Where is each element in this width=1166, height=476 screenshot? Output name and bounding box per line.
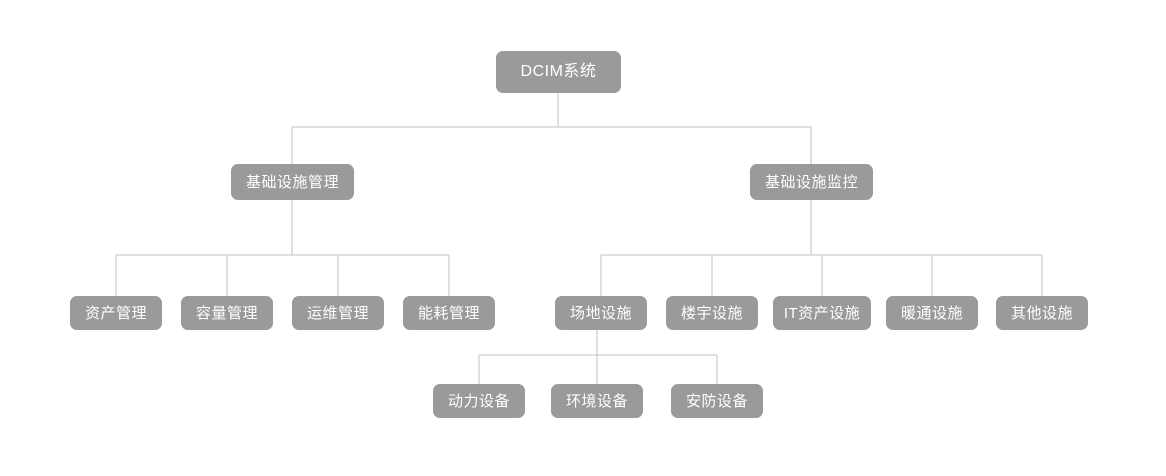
node-security-eq[interactable]: 安防设备 (671, 384, 763, 418)
node-dcim[interactable]: DCIM系统 (496, 51, 621, 93)
node-label-capacity-mgmt: 容量管理 (195, 304, 258, 322)
node-label-infra-mgmt: 基础设施管理 (245, 173, 339, 191)
node-capacity-mgmt[interactable]: 容量管理 (181, 296, 273, 330)
node-label-ops-mgmt: 运维管理 (306, 304, 369, 322)
node-label-site-fac: 场地设施 (569, 304, 632, 322)
node-label-it-asset-fac: IT资产设施 (783, 304, 861, 322)
node-infra-mgmt[interactable]: 基础设施管理 (231, 164, 354, 200)
node-it-asset-fac[interactable]: IT资产设施 (773, 296, 871, 330)
node-env-eq[interactable]: 环境设备 (551, 384, 643, 418)
node-label-power-eq: 动力设备 (447, 392, 510, 410)
node-building-fac[interactable]: 楼宇设施 (666, 296, 758, 330)
node-label-infra-mon: 基础设施监控 (764, 173, 858, 191)
node-label-dcim: DCIM系统 (520, 63, 597, 80)
node-label-energy-mgmt: 能耗管理 (417, 304, 480, 322)
node-power-eq[interactable]: 动力设备 (433, 384, 525, 418)
node-hvac-fac[interactable]: 暖通设施 (886, 296, 978, 330)
node-asset-mgmt[interactable]: 资产管理 (70, 296, 162, 330)
node-label-asset-mgmt: 资产管理 (84, 304, 147, 322)
node-energy-mgmt[interactable]: 能耗管理 (403, 296, 495, 330)
node-label-hvac-fac: 暖通设施 (900, 304, 963, 322)
node-site-fac[interactable]: 场地设施 (555, 296, 647, 330)
node-label-building-fac: 楼宇设施 (680, 304, 743, 322)
node-ops-mgmt[interactable]: 运维管理 (292, 296, 384, 330)
node-label-security-eq: 安防设备 (685, 392, 748, 410)
node-other-fac[interactable]: 其他设施 (996, 296, 1088, 330)
node-infra-mon[interactable]: 基础设施监控 (750, 164, 873, 200)
node-label-other-fac: 其他设施 (1010, 304, 1073, 322)
node-label-env-eq: 环境设备 (565, 392, 628, 410)
